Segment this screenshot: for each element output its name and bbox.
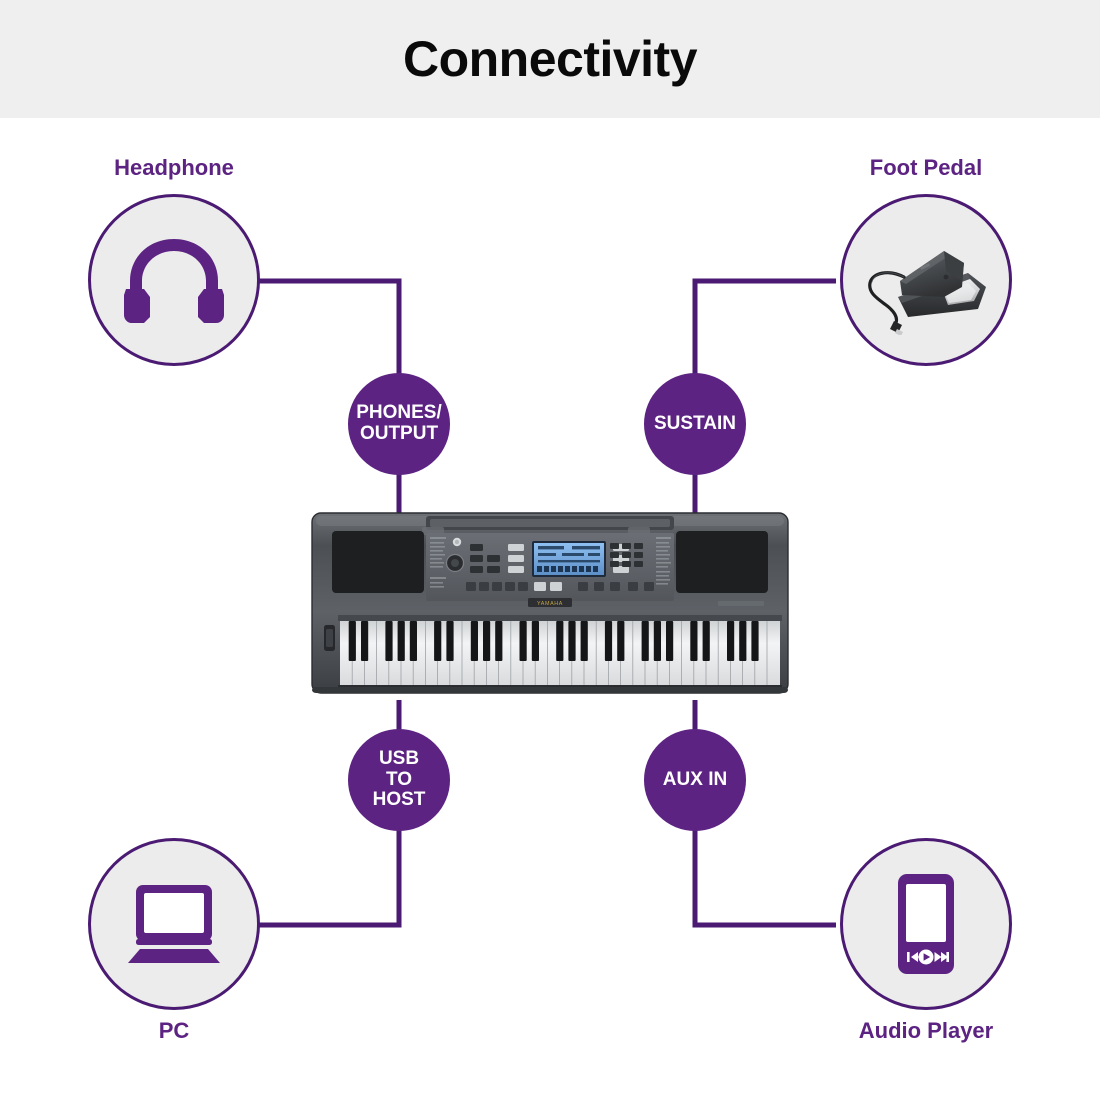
port-usb-line-1: USB [378,748,420,770]
foot-pedal-label: Foot Pedal [869,155,983,180]
next-glyph [934,952,949,962]
device-foot-pedal[interactable] [840,194,1012,366]
portable-media-player-icon [898,874,954,974]
wire-usb-to-pc [259,824,402,928]
port-usb-line-3: HOST [372,789,426,811]
device-audio-player[interactable] [840,838,1012,1010]
wire-aux-to-audioplayer [692,824,836,928]
wire-headphone-to-phones [259,278,402,380]
port-usb-to-host[interactable]: USB TO HOST [348,729,450,831]
port-aux-in[interactable]: AUX IN [644,729,746,831]
header-band [0,0,1100,118]
device-pc[interactable] [88,838,260,1010]
page-title: Connectivity [402,31,698,87]
audio-player-label: Audio Player [858,1018,994,1043]
digital-keyboard-photo: YAMAHA [311,512,789,694]
laptop-icon [128,885,220,963]
play-glyph [918,949,934,965]
wire-footpedal-to-sustain [692,278,836,380]
port-phones-line-2: OUTPUT [359,423,439,444]
device-headphone[interactable] [88,194,260,366]
svg-text:YAMAHA: YAMAHA [537,601,563,607]
port-usb-line-2: TO [385,768,413,790]
pc-label: PC [158,1018,190,1043]
headphone-icon [124,239,224,323]
sustain-pedal-photo [868,251,986,335]
headphone-label: Headphone [114,155,234,180]
port-sustain-line-1: SUSTAIN [654,412,736,434]
port-sustain[interactable]: SUSTAIN [644,373,746,475]
port-phones-output[interactable]: PHONES/ OUTPUT [348,373,450,475]
port-phones-line-1: PHONES/ [356,402,442,424]
port-aux-line-1: AUX IN [662,768,728,790]
